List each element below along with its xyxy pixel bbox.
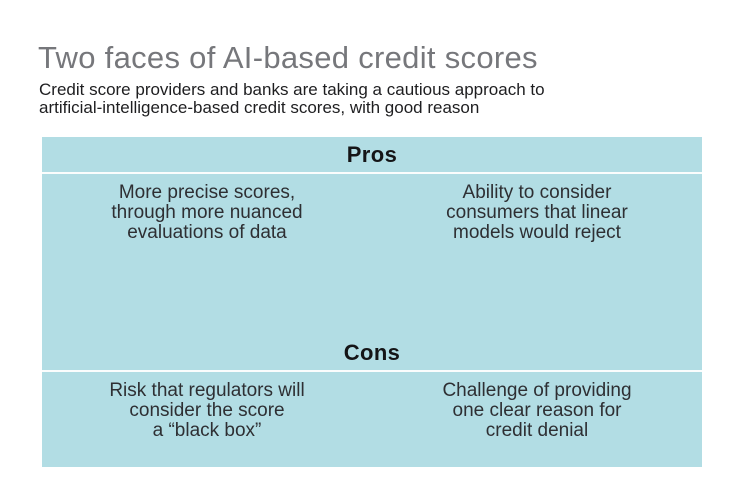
panel-spacer [42, 243, 702, 335]
page-title: Two faces of AI-based credit scores [38, 40, 538, 75]
cons-header: Cons [42, 335, 702, 372]
pros-cons-panel: Pros More precise scores, through more n… [42, 137, 702, 467]
page-subtitle: Credit score providers and banks are tak… [39, 80, 545, 117]
pros-right-cell: Ability to consider consumers that linea… [446, 182, 628, 243]
cons-right-cell: Challenge of providing one clear reason … [442, 380, 632, 441]
pros-header: Pros [42, 137, 702, 174]
pros-row: More precise scores, through more nuance… [42, 174, 702, 243]
cons-left-cell: Risk that regulators will consider the s… [109, 380, 305, 441]
cons-row: Risk that regulators will consider the s… [42, 372, 702, 467]
pros-left-cell: More precise scores, through more nuance… [111, 182, 303, 243]
